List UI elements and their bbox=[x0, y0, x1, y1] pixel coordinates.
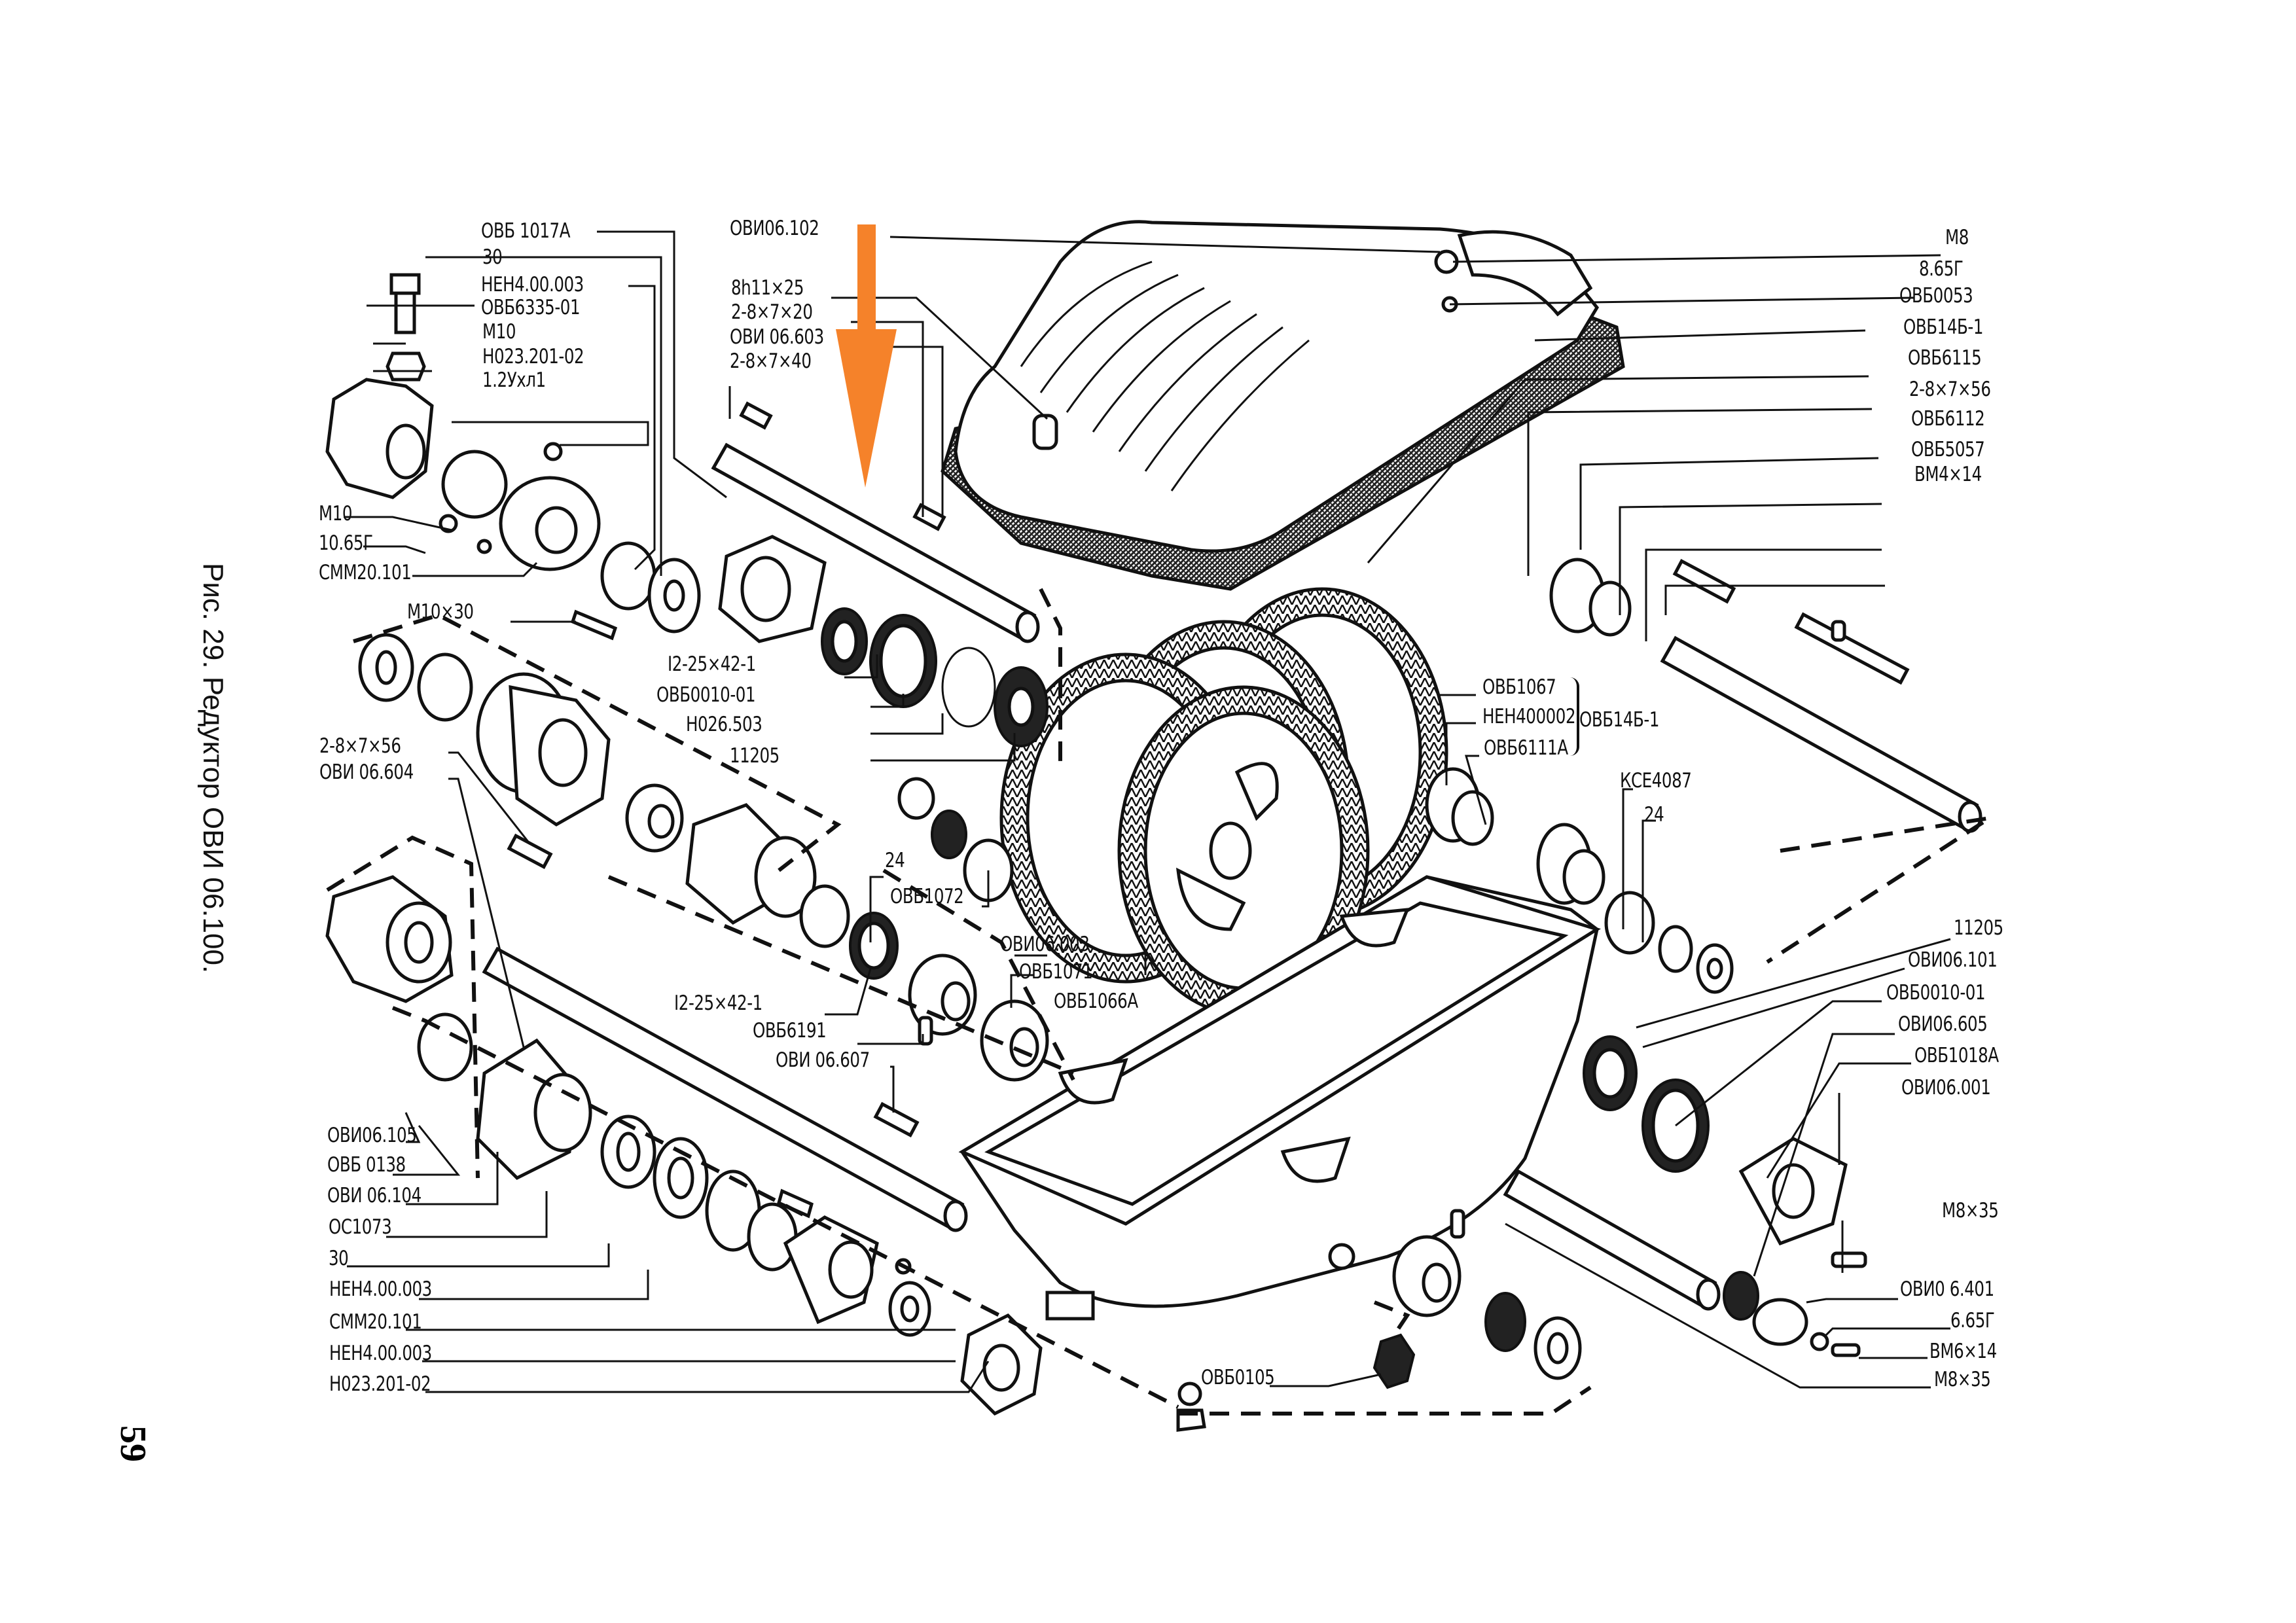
part-label: 2-8×7×56 bbox=[319, 734, 401, 758]
part-label: ОВБ1072 bbox=[890, 885, 964, 908]
part-label: М10 bbox=[482, 320, 516, 344]
part-label: 24 bbox=[1644, 803, 1664, 827]
part-label: 24 bbox=[885, 849, 905, 872]
part-label: ОВИ06.003 bbox=[1000, 933, 1090, 956]
part-label: 30 bbox=[482, 245, 503, 269]
part-label: ОВБ6335-01 bbox=[481, 296, 581, 319]
part-label: ОВИ06.001 bbox=[1901, 1076, 1991, 1099]
part-label: ОВБ 0138 bbox=[327, 1153, 406, 1177]
part-label: ОВИ 06.604 bbox=[319, 760, 414, 784]
part-label: НЕН400002 bbox=[1482, 705, 1576, 728]
part-label: НЕН4.00.003 bbox=[329, 1277, 432, 1301]
part-label: ОВБ6191 bbox=[753, 1019, 827, 1043]
part-label: ОВБ 1017А bbox=[481, 219, 571, 243]
part-label: ОВБ5057 bbox=[1911, 438, 1985, 461]
part-label: КСЕ4087 bbox=[1620, 769, 1692, 793]
part-label: ОВБ14Б-1 bbox=[1903, 315, 1984, 339]
part-label: 2-8×7×40 bbox=[730, 349, 812, 373]
part-label: 2-8×7×20 bbox=[731, 300, 813, 324]
part-label: НЕН4.00.003 bbox=[481, 273, 584, 296]
assembly-label: ОВБ14Б-1 bbox=[1579, 708, 1660, 732]
part-label: СММ20.101 bbox=[319, 561, 412, 584]
part-label: ОВБ6115 bbox=[1908, 346, 1982, 370]
part-label: I2-25×42-1 bbox=[668, 652, 756, 676]
part-label: М8×35 bbox=[1942, 1199, 1999, 1222]
part-label: 8.65Г bbox=[1919, 257, 1964, 281]
part-label: СММ20.101 bbox=[329, 1310, 422, 1334]
part-label: 6.65Г bbox=[1950, 1309, 1995, 1332]
large-gears bbox=[999, 587, 1448, 1016]
part-label: М10 bbox=[319, 502, 353, 526]
part-label: ВМ6×14 bbox=[1929, 1340, 1997, 1363]
part-label: ОВБ1066А bbox=[1054, 990, 1138, 1013]
part-label: ВМ4×14 bbox=[1914, 463, 1982, 486]
part-label: 2-8×7×56 bbox=[1909, 378, 1991, 401]
part-label: Н023.201-02 bbox=[482, 345, 584, 368]
part-label: Н026.503 bbox=[686, 713, 762, 736]
part-label: ОВБ0053 bbox=[1899, 284, 1973, 308]
part-label: 11205 bbox=[730, 744, 780, 768]
left-middle-assembly bbox=[358, 633, 1049, 1138]
part-label: ОВБ0010-01 bbox=[656, 683, 756, 707]
shafts bbox=[482, 442, 1982, 1311]
page-number: 59 bbox=[113, 1425, 153, 1462]
part-label: Н023.201-02 bbox=[329, 1372, 431, 1396]
part-label: ОВИ 06.607 bbox=[776, 1048, 870, 1072]
part-label: ОВБ6111А bbox=[1484, 736, 1568, 760]
lower-left-assembly bbox=[325, 875, 1043, 1416]
part-label: 1.2Ухл1 bbox=[482, 368, 546, 392]
part-label: ОВИ06.101 bbox=[1908, 948, 1998, 972]
orange-highlight-arrow bbox=[836, 224, 897, 488]
part-label: НЕН4.00.003 bbox=[329, 1342, 432, 1365]
gearbox-housing bbox=[958, 875, 1601, 1321]
part-label: ОВИ0 6.401 bbox=[1900, 1277, 1994, 1301]
part-label: ОС1073 bbox=[329, 1215, 392, 1239]
part-label: М8×35 bbox=[1934, 1368, 1991, 1391]
part-label: 11205 bbox=[1954, 916, 2003, 940]
part-label: ОВИ 06.104 bbox=[327, 1184, 422, 1207]
part-label: М8 bbox=[1945, 226, 1969, 249]
part-label: ОВБ0105 bbox=[1201, 1366, 1275, 1389]
gear-group-brace bbox=[1568, 677, 1579, 756]
part-label: ОВИ 06.603 bbox=[730, 325, 824, 349]
part-label: М10×30 bbox=[407, 600, 474, 624]
part-label: ОВИ06.102 bbox=[730, 217, 819, 240]
part-label: ОВБ0010-01 bbox=[1886, 981, 1986, 1005]
part-label: ОВБ1067 bbox=[1482, 675, 1556, 699]
part-label: ОВИ06.105 bbox=[327, 1124, 417, 1147]
center-bearings bbox=[739, 401, 1049, 747]
assembly-dashed-lines bbox=[326, 588, 1991, 1416]
part-label: ОВБ1071 bbox=[1019, 960, 1093, 984]
upper-left-parts bbox=[325, 273, 827, 643]
gearbox-cover bbox=[941, 220, 1625, 591]
part-label: I2-25×42-1 bbox=[674, 991, 762, 1015]
part-label: 30 bbox=[329, 1247, 349, 1270]
part-label: ОВИ06.605 bbox=[1898, 1012, 1988, 1036]
part-label: ОВБ6112 bbox=[1911, 407, 1985, 431]
leader-lines bbox=[344, 230, 1951, 1393]
figure-caption: Рис. 29. Редуктор ОВИ 06.100. bbox=[197, 563, 229, 974]
part-label: 8h11×25 bbox=[731, 276, 804, 300]
part-label: 10.65Г bbox=[319, 531, 373, 555]
part-label: ОВБ1018А bbox=[1914, 1044, 1999, 1067]
